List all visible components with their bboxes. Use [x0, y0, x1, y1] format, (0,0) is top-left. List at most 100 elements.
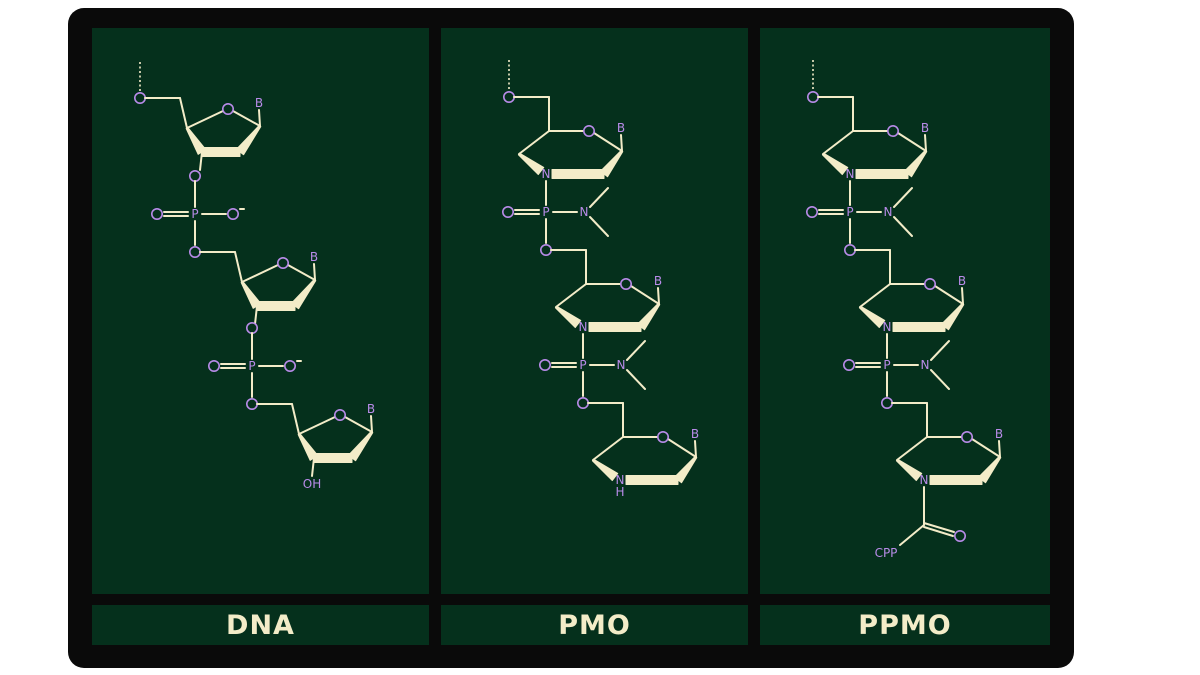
- anionic-oxygen: [283, 359, 296, 372]
- ester-oxygen: [539, 244, 552, 257]
- dimethylamine-n: N: [921, 358, 930, 372]
- carbonyl-oxygen: [151, 208, 164, 221]
- ring-wedge: [313, 453, 353, 463]
- nitrogen-label: N: [542, 167, 551, 181]
- bond-line: [232, 110, 261, 127]
- ring-wedge: [588, 322, 642, 332]
- carbonyl-oxygen: [208, 359, 221, 372]
- bridging-oxygen: [246, 321, 259, 334]
- phosphorus-label: P: [248, 359, 255, 373]
- ring-oxygen: [222, 103, 235, 116]
- bond-line: [370, 415, 373, 433]
- bond-line: [998, 440, 1001, 458]
- base-label: B: [921, 121, 929, 135]
- bond-line: [258, 109, 261, 127]
- nitrogen-label: N: [920, 473, 929, 487]
- phosphorus-label: P: [846, 205, 853, 219]
- ring-wedge: [940, 302, 965, 331]
- ring-oxygen: [276, 256, 289, 269]
- ring-wedge: [821, 152, 849, 176]
- bond-line: [934, 285, 964, 305]
- bond-line: [893, 187, 913, 208]
- bond-line: [923, 522, 955, 533]
- bond-line: [893, 216, 913, 237]
- bond-line: [930, 340, 950, 361]
- ring-oxygen: [960, 430, 973, 443]
- bond-line: [896, 436, 928, 461]
- ring-wedge: [636, 302, 661, 331]
- bond-line: [626, 340, 646, 361]
- anionic-oxygen: [227, 208, 240, 221]
- dimethylamine-n: N: [617, 358, 626, 372]
- ester-oxygen: [189, 246, 202, 259]
- bond-line: [923, 526, 954, 537]
- dimethylamine-n: N: [580, 205, 589, 219]
- amine-h-label: H: [615, 485, 624, 499]
- bond-line: [254, 305, 258, 325]
- base-label: B: [691, 427, 699, 441]
- ring-oxygen: [656, 430, 669, 443]
- ring-wedge: [855, 169, 909, 179]
- ring-oxygen: [619, 277, 632, 290]
- bond-line: [555, 283, 587, 308]
- ppmo-structure: B N P N B N P N B N CPP: [805, 60, 1003, 560]
- bond-line: [589, 216, 609, 237]
- bond-line: [859, 283, 891, 308]
- bond-line: [694, 440, 697, 458]
- bond-line: [287, 264, 316, 281]
- base-label: B: [958, 274, 966, 288]
- bond-line: [589, 187, 609, 208]
- panel-pmo: [441, 28, 748, 594]
- ring-wedge: [673, 455, 698, 484]
- ring-oxygen: [582, 125, 595, 138]
- base-label: B: [310, 250, 318, 264]
- bond-line: [291, 403, 300, 435]
- base-label: B: [367, 402, 375, 416]
- ring-wedge: [554, 305, 582, 329]
- ester-oxygen: [246, 397, 259, 410]
- nitrogen-label: N: [846, 167, 855, 181]
- carbonyl-oxygen: [501, 206, 514, 219]
- cpp-label: CPP: [875, 546, 898, 560]
- ester-oxygen: [880, 396, 893, 409]
- ring-wedge: [201, 147, 241, 157]
- ring-wedge: [903, 149, 928, 178]
- label-bar-dna: DNA: [92, 605, 429, 645]
- ring-wedge: [235, 124, 262, 156]
- bridging-oxygen: [189, 170, 202, 183]
- carbonyl-oxygen: [805, 206, 818, 219]
- bond-line: [313, 263, 316, 281]
- base-label: B: [995, 427, 1003, 441]
- dimethylamine-n: N: [884, 205, 893, 219]
- label-pmo: PMO: [558, 609, 631, 641]
- ring-wedge: [892, 322, 946, 332]
- ring-wedge: [858, 305, 886, 329]
- bond-line: [897, 132, 927, 152]
- phosphorus-label: P: [542, 205, 549, 219]
- bond-line: [298, 416, 336, 435]
- bond-line: [667, 438, 697, 458]
- ring-wedge: [290, 278, 317, 310]
- hydroxyl-label: OH: [303, 477, 321, 491]
- label-dna: DNA: [226, 609, 295, 641]
- bond-line: [630, 285, 660, 305]
- bond-line: [311, 457, 315, 477]
- panel-ppmo: [760, 28, 1050, 594]
- terminal-oxygen: [134, 92, 147, 105]
- phosphorus-label: P: [883, 358, 890, 372]
- base-label: B: [255, 96, 263, 110]
- carbonyl-oxygen: [842, 358, 855, 371]
- bond-line: [344, 416, 373, 433]
- bond-line: [199, 151, 203, 171]
- label-ppmo: PPMO: [858, 609, 952, 641]
- nitrogen-label: N: [883, 320, 892, 334]
- carbonyl-oxygen: [953, 529, 966, 542]
- ring-wedge: [895, 458, 923, 482]
- terminal-oxygen: [806, 91, 819, 104]
- bond-line: [626, 369, 646, 390]
- bond-line: [593, 132, 623, 152]
- ring-oxygen: [923, 277, 936, 290]
- carbonyl-oxygen: [538, 358, 551, 371]
